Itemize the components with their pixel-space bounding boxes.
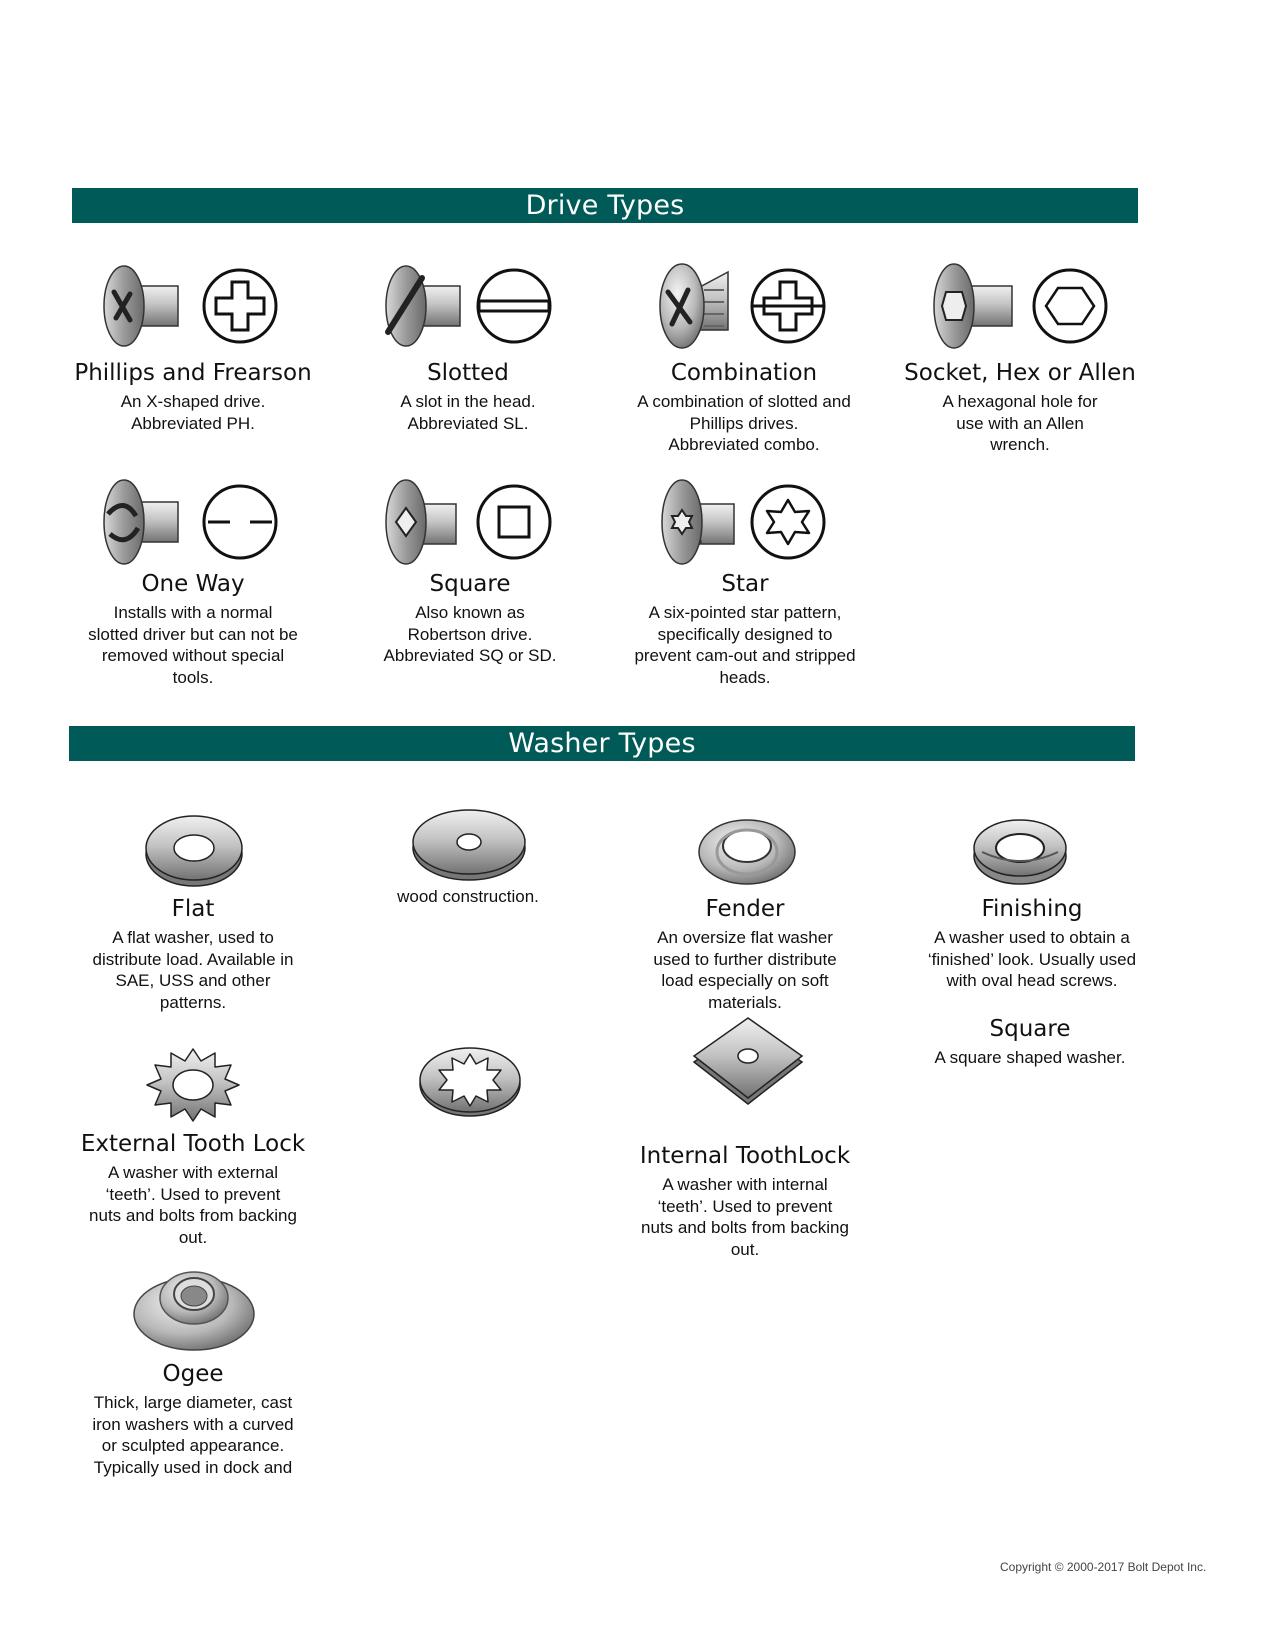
washer-description: A washer with external ‘teeth’. Used to … [89, 1163, 297, 1247]
drive-types-title: Drive Types [525, 190, 685, 221]
drive-item-phillips: Phillips and Frearson An X-shaped drive.… [63, 359, 323, 434]
washer-item-external-tooth-lock: External Tooth Lock A washer with extern… [63, 1130, 323, 1248]
washer-item-square: Square A square shaped washer. [900, 1015, 1160, 1069]
washer-types-title: Washer Types [508, 728, 696, 759]
drive-description: Also known as Robertson drive. Abbreviat… [383, 603, 557, 665]
drive-description: A slot in the head. Abbreviated SL. [400, 392, 536, 433]
drive-description: An X-shaped drive. Abbreviated PH. [120, 392, 266, 433]
drive-title: Square [429, 571, 511, 597]
washer-item-flat: Flat A flat washer, used to distribute l… [63, 895, 323, 1013]
washer-title: Internal ToothLock [639, 1143, 851, 1169]
washer-description: A washer used to obtain a ‘finished’ loo… [927, 928, 1137, 990]
washer-description: A washer with internal ‘teeth’. Used to … [641, 1175, 849, 1259]
washer-title: External Tooth Lock [80, 1131, 306, 1157]
washer-description: An oversize flat washer used to further … [653, 928, 837, 1012]
external-tooth-lock-washer-icon [146, 1048, 240, 1122]
star-drive-icon [661, 479, 826, 565]
washer-types-banner: Washer Types [69, 726, 1135, 761]
washer-title: Flat [171, 896, 215, 922]
drive-title: Phillips and Frearson [74, 360, 312, 386]
wide-flat-washer-icon [412, 809, 526, 881]
drive-types-banner: Drive Types [72, 188, 1138, 223]
washer-item-finishing: Finishing A washer used to obtain a ‘fin… [902, 895, 1162, 992]
finishing-washer-icon [973, 819, 1067, 885]
drive-description: Installs with a normal slotted driver bu… [88, 603, 298, 687]
drive-description: A six-pointed star pattern, specifically… [634, 603, 856, 687]
drive-description: A combination of slotted and Phillips dr… [637, 392, 851, 454]
square-washer-icon [692, 1017, 804, 1105]
drive-item-combination: Combination A combination of slotted and… [614, 359, 874, 456]
washer-description: wood construction. [397, 887, 539, 906]
drive-title: Star [721, 571, 769, 597]
washer-description: A flat washer, used to distribute load. … [92, 928, 294, 1012]
fender-washer-icon [698, 819, 796, 885]
drive-title: One Way [141, 571, 245, 597]
flat-washer-icon [145, 815, 243, 887]
washer-item-ogee: Ogee Thick, large diameter, cast iron wa… [63, 1360, 323, 1478]
washer-title: Fender [705, 896, 785, 922]
drive-item-square: Square Also known as Robertson drive. Ab… [340, 570, 600, 667]
washer-item-fender: Fender An oversize flat washer used to f… [615, 895, 875, 1013]
washer-item-wide-flat: wood construction. [338, 882, 598, 908]
copyright-notice: Copyright © 2000-2017 Bolt Depot Inc. [1000, 1560, 1207, 1574]
washer-title: Finishing [981, 896, 1083, 922]
square-drive-icon [385, 479, 552, 565]
slotted-drive-icon [385, 265, 552, 347]
drive-title: Combination [670, 360, 818, 386]
washer-title: Ogee [162, 1361, 224, 1387]
phillips-drive-icon [103, 265, 278, 347]
drive-description: A hexagonal hole for use with an Allen w… [942, 392, 1098, 454]
ogee-washer-icon [133, 1271, 255, 1351]
one-way-drive-icon [103, 479, 278, 565]
drive-item-one-way: One Way Installs with a normal slotted d… [63, 570, 323, 688]
washer-item-internal-tooth-lock: Internal ToothLock A washer with interna… [615, 1142, 875, 1260]
washer-description: A square shaped washer. [934, 1048, 1126, 1067]
drive-title: Slotted [427, 360, 509, 386]
washer-title: Square [989, 1016, 1071, 1042]
combination-drive-icon [659, 263, 826, 349]
drive-item-slotted: Slotted A slot in the head. Abbreviated … [338, 359, 598, 434]
drive-item-star: Star A six-pointed star pattern, specifi… [615, 570, 875, 688]
hex-socket-drive-icon [933, 263, 1108, 349]
drive-title: Socket, Hex or Allen [904, 360, 1136, 386]
internal-tooth-lock-washer-icon [419, 1047, 521, 1117]
drive-item-hex-socket: Socket, Hex or Allen A hexagonal hole fo… [890, 359, 1150, 456]
washer-description: Thick, large diameter, cast iron washers… [92, 1393, 294, 1477]
